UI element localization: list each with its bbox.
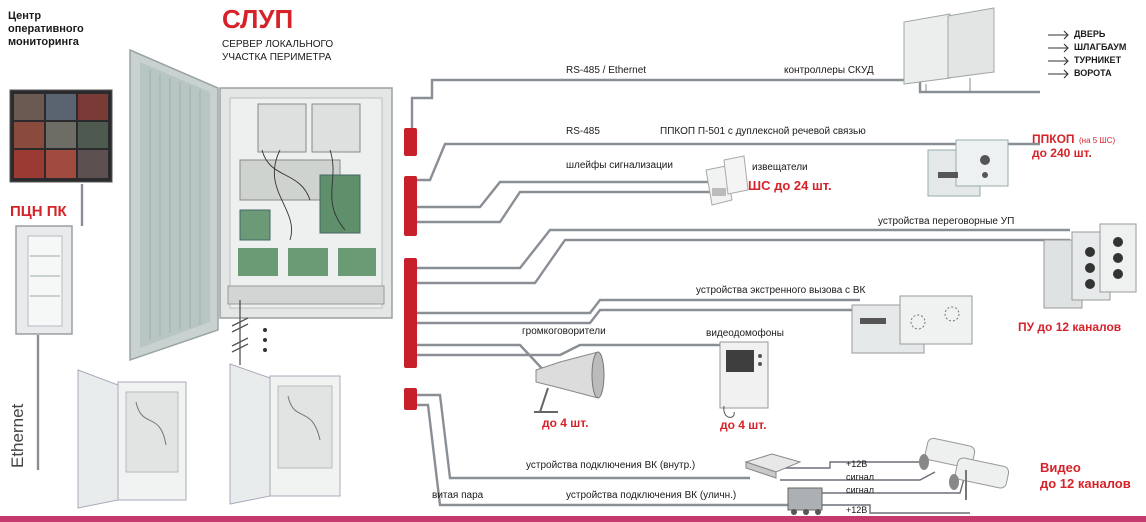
bottom-bar (0, 516, 1146, 522)
label-ekstr: устройства экстренного вызова с ВК (696, 285, 865, 296)
domof-count: до 4 шт. (720, 418, 766, 432)
slup-title: СЛУП (222, 4, 293, 35)
line-domof (412, 345, 720, 355)
ppkop-small: (на 5 ШС) (1079, 136, 1115, 145)
label-izveschateli: извещатели (752, 162, 808, 173)
label-12v-a: +12В (846, 459, 867, 469)
label-gromk: громкоговорители (522, 326, 606, 337)
label-signal-a: сигнал (846, 472, 874, 482)
center-title-1: Центр (8, 10, 41, 22)
pu-count: ПУ до 12 каналов (1018, 320, 1121, 334)
label-up: устройства переговорные УП (878, 216, 1014, 227)
server-rack (16, 226, 72, 334)
ppkop-count: до 240 шт. (1032, 146, 1092, 160)
output-gate: ВОРОТА (1074, 68, 1112, 78)
label-ppkop-line: ППКОП П-501 с дуплексной речевой связью (660, 126, 866, 137)
video-cameras (919, 437, 1010, 500)
label-signal-b: сигнал (846, 485, 874, 495)
terminal-1 (404, 128, 417, 156)
output-door: ДВЕРЬ (1074, 29, 1105, 39)
label-12v-b: +12В (846, 505, 867, 515)
terminal-4 (404, 388, 417, 410)
ellipsis-dots (263, 328, 267, 352)
label-vitaya: витая пара (432, 490, 483, 501)
label-vk-vnutr: устройства подключения ВК (внутр.) (526, 460, 695, 471)
detectors (706, 156, 748, 205)
terminal-2 (404, 176, 417, 236)
label-shleify: шлейфы сигнализации (566, 160, 673, 171)
label-rs485-ethernet: RS-485 / Ethernet (566, 65, 646, 76)
ppkop-panels (928, 140, 1008, 196)
red-terminals (404, 128, 417, 410)
line-shleify-1 (412, 182, 710, 207)
line-rs485-ethernet (412, 80, 1040, 132)
output-arrows (1048, 31, 1068, 78)
label-domof: видеодомофоны (706, 328, 784, 339)
center-title-3: мониторинга (8, 36, 79, 48)
label-vk-ulich: устройства подключения ВК (уличн.) (566, 490, 736, 501)
cabinet-small-1 (78, 370, 186, 508)
terminal-3 (404, 258, 417, 368)
slup-sub-2: УЧАСТКА ПЕРИМЕТРА (222, 52, 331, 63)
label-rs485: RS-485 (566, 126, 600, 137)
ethernet-label: Ethernet (8, 404, 28, 468)
line-up-2 (412, 240, 1070, 283)
skud-controllers (904, 8, 994, 92)
emergency-call-devices (852, 296, 972, 353)
pcn-label: ПЦН ПК (10, 203, 67, 220)
slup-sub-1: СЕРВЕР ЛОКАЛЬНОГО (222, 39, 333, 50)
ppkop-main: ППКОП (1032, 132, 1075, 146)
video-label-2: до 12 каналов (1040, 476, 1131, 491)
video-label-1: Видео (1040, 460, 1081, 475)
shs-count: ШС до 24 шт. (748, 178, 832, 193)
label-skud: контроллеры СКУД (784, 65, 874, 76)
line-gromk (412, 345, 548, 375)
gromk-count: до 4 шт. (542, 416, 588, 430)
monitor-wall (10, 90, 112, 182)
output-barrier: ШЛАГБАУМ (1074, 42, 1126, 52)
cabinet-small-2 (230, 364, 340, 504)
output-turnstile: ТУРНИКЕТ (1074, 55, 1121, 65)
loudspeaker (534, 352, 604, 412)
video-doorphone (720, 342, 768, 417)
intercom-units (1044, 224, 1136, 308)
line-up-1 (412, 230, 1070, 268)
slup-cabinet (130, 50, 392, 360)
center-title-2: оперативного (8, 23, 84, 35)
